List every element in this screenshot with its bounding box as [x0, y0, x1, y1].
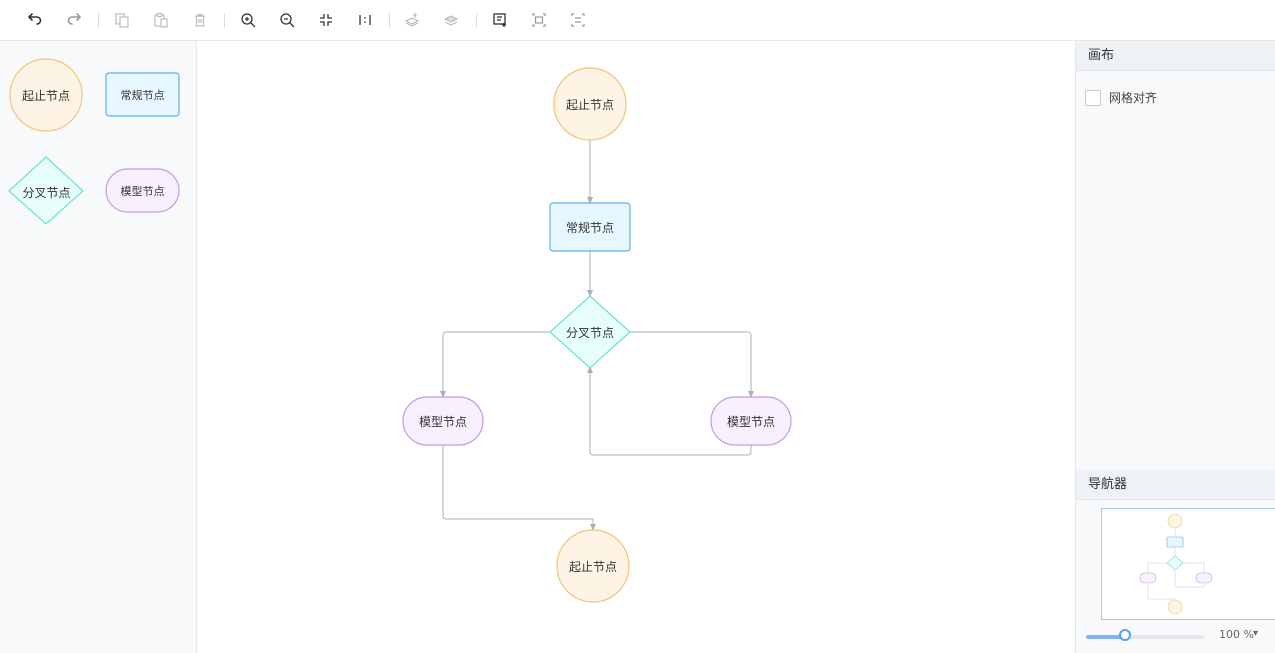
palette-circle-label: 起止节点	[21, 88, 70, 103]
delete-icon[interactable]	[191, 11, 209, 29]
node-fork[interactable]	[549, 295, 631, 369]
node-palette: 起止节点 常规节点 分叉节点 模型节点	[0, 41, 197, 653]
toolbar-divider	[98, 13, 99, 28]
palette-diamond-node[interactable]	[8, 156, 84, 225]
toolbar	[0, 0, 1275, 41]
navigator-panel-title: 导航器	[1076, 470, 1275, 500]
palette-rect-label: 常规节点	[120, 89, 165, 102]
edge-fork-to-model-right[interactable]	[630, 331, 754, 398]
palette-capsule-node[interactable]	[105, 168, 180, 213]
node-start-label: 起止节点	[565, 97, 614, 112]
bring-front-icon[interactable]	[403, 11, 421, 29]
palette-capsule-label: 模型节点	[120, 185, 165, 198]
paste-icon[interactable]	[152, 11, 170, 29]
multi-select-icon[interactable]	[491, 11, 509, 29]
node-model-right-label: 模型节点	[726, 414, 775, 429]
add-group-icon[interactable]	[530, 11, 548, 29]
node-model-left-label: 模型节点	[418, 414, 467, 429]
palette-shapes	[8, 58, 180, 225]
edge-fork-to-model-left[interactable]	[440, 331, 550, 398]
grid-snap-checkbox[interactable]	[1085, 90, 1101, 106]
palette-diamond-label: 分叉节点	[22, 185, 71, 200]
edge-model-right-to-fork[interactable]	[587, 366, 752, 456]
canvas-panel-title: 画布	[1076, 41, 1275, 71]
send-back-icon[interactable]	[442, 11, 460, 29]
zoom-slider-fill	[1086, 635, 1125, 639]
undo-icon[interactable]	[26, 11, 44, 29]
node-normal[interactable]	[549, 202, 631, 252]
zoom-slider-track[interactable]	[1086, 635, 1204, 639]
palette-rect-node[interactable]	[105, 72, 180, 117]
toolbar-divider	[389, 13, 390, 28]
zoom-out-icon[interactable]	[278, 11, 296, 29]
ungroup-icon[interactable]	[569, 11, 587, 29]
node-end[interactable]	[556, 529, 630, 603]
copy-icon[interactable]	[113, 11, 131, 29]
flow-diagram	[402, 67, 792, 603]
node-end-label: 起止节点	[568, 559, 617, 574]
zoom-level-text[interactable]: 100 %	[1219, 628, 1254, 641]
node-model-left[interactable]	[402, 396, 484, 446]
toolbar-divider	[224, 13, 225, 28]
minimap-preview	[1139, 513, 1213, 615]
navigator-minimap[interactable]	[1101, 508, 1275, 620]
node-normal-label: 常规节点	[565, 220, 614, 235]
zoom-in-icon[interactable]	[239, 11, 257, 29]
node-model-right[interactable]	[710, 396, 792, 446]
actual-size-icon[interactable]	[356, 11, 374, 29]
chevron-down-icon[interactable]: ▾	[1253, 628, 1259, 639]
fit-view-icon[interactable]	[317, 11, 335, 29]
redo-icon[interactable]	[65, 11, 83, 29]
zoom-slider-handle[interactable]	[1118, 629, 1131, 641]
properties-panel: 画布 网格对齐 导航器 100 % ▾	[1075, 41, 1275, 653]
palette-circle-node[interactable]	[9, 58, 83, 132]
node-start[interactable]	[553, 67, 627, 141]
grid-snap-label: 网格对齐	[1109, 91, 1158, 105]
toolbar-divider	[476, 13, 477, 28]
edge-model-left-to-end[interactable]	[442, 445, 596, 531]
node-fork-label: 分叉节点	[565, 325, 614, 340]
flow-canvas[interactable]: 起止节点 常规节点 分叉节点 模型节点 模型节点 起止节点	[197, 41, 1075, 653]
